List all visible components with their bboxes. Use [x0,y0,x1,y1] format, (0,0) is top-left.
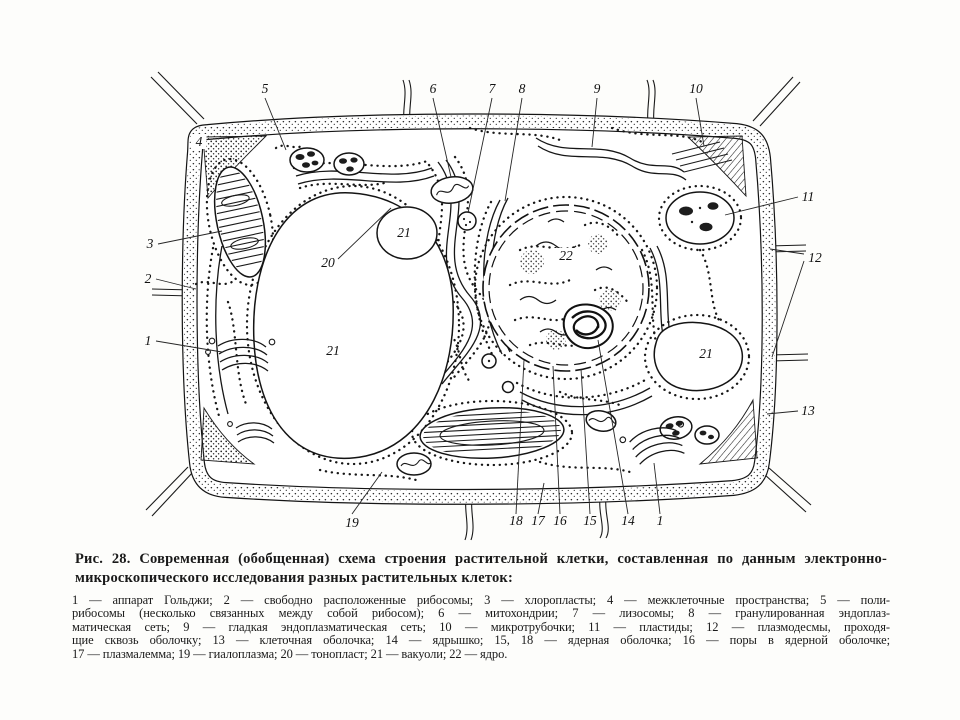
figure-caption-line: микроскопического исследования разных ра… [75,569,514,586]
diagram-label-12: 12 [808,250,822,265]
diagram-label-9: 9 [594,81,601,96]
diagram-label-21: 21 [397,225,411,240]
leader-line [264,97,287,151]
diagram-label-5: 5 [262,81,269,96]
label-backing [191,134,207,149]
leader-line [724,196,799,216]
leader-line [432,97,452,178]
microtubules [671,141,733,173]
diagram-label-8: 8 [519,81,526,96]
diagram-label-13: 13 [801,403,815,418]
figure-legend-line: рибосомы (несколько связанных между собо… [72,606,890,621]
figure-legend-line: 17 — плазмалемма; 19 — гиалоплазма; 20 —… [72,646,508,661]
label-backing [554,248,578,263]
leader-line [157,230,223,245]
diagram-label-11: 11 [802,189,815,204]
leader-line [695,97,705,147]
figure-legend-line: щие сквозь оболочку; 13 — клеточная обол… [72,633,890,648]
diagram-label-16: 16 [553,513,567,528]
figure-legend: 1 — аппарат Гольджи; 2 — свободно распол… [72,593,890,661]
diagram-label-3: 3 [146,236,154,251]
lysosome [457,211,515,394]
leader-line [653,462,661,515]
leader-line [591,97,598,148]
figure-legend-line: 1 — аппарат Гольджи; 2 — свободно распол… [72,593,890,607]
diagram-label-14: 14 [621,513,635,528]
leader-line [552,365,561,515]
leader-line [769,248,805,255]
ribosome-dots [194,126,751,482]
leader-line [155,278,197,290]
diagram-label-4: 4 [196,134,203,149]
mitochondrion [396,176,617,476]
diagram-label-1: 1 [657,513,664,528]
diagram-label-21: 21 [699,346,713,361]
chloroplast [207,166,273,278]
vacuole-small [376,206,438,260]
diagram-label-20: 20 [321,255,335,270]
diagram-label-17: 17 [531,513,546,528]
golgi-stack [205,337,685,465]
vacuole-right [653,321,743,392]
diagram-label-15: 15 [583,513,597,528]
leader-line [467,97,493,214]
leader-line [537,482,545,515]
leader-line [504,97,523,202]
leader-line [580,368,591,515]
diagram-label-22: 22 [559,248,573,263]
diagram-label-6: 6 [430,81,437,96]
chloroplast-bottom [419,407,565,459]
diagram-label-18: 18 [509,513,523,528]
leader-line [155,340,223,353]
leader-line [597,339,629,515]
leader-line [337,207,392,260]
leader-line [515,359,525,515]
leader-line [771,260,805,358]
diagram-label-7: 7 [489,81,497,96]
leader-line [351,471,383,515]
er-smooth [535,137,687,181]
diagram-label-21: 21 [326,343,340,358]
figure-legend-line: матическая сеть; 9 — гладкая эндоплазмат… [72,619,890,634]
figure-caption-line: Рис. 28. Современная (обобщенная) схема … [75,551,887,567]
diagram-label-2: 2 [145,271,152,286]
diagram-label-1: 1 [145,333,152,348]
nucleolus [562,303,614,350]
diagram-label-10: 10 [689,81,703,96]
diagram-label-19: 19 [345,515,359,530]
leader-line [766,410,799,415]
figure-caption: Рис. 28. Современная (обобщенная) схема … [75,550,887,587]
